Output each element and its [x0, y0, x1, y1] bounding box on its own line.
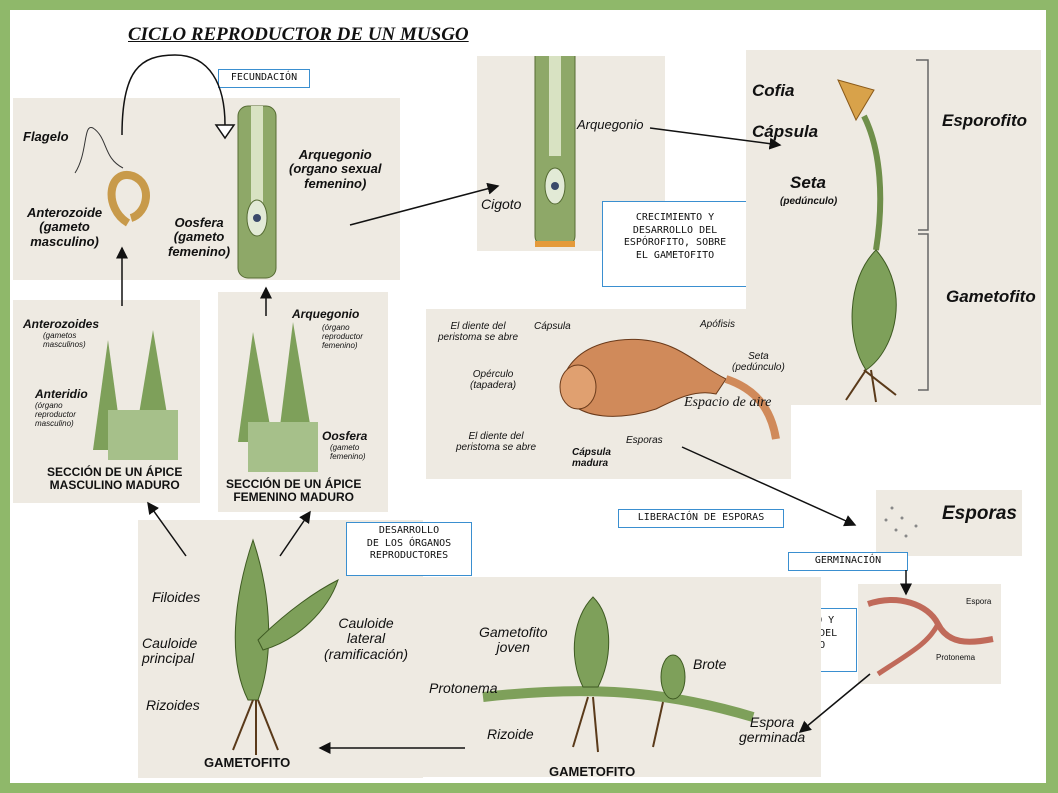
label-apofisis: Apófisis	[700, 319, 736, 330]
protonema-panel: Espora Protonema	[858, 584, 1001, 684]
label-cauloide-principal: Cauloide principal	[142, 635, 198, 667]
gametophyte-left-illustration	[232, 538, 339, 755]
label-oosfera-sub: (gameto femenino)	[330, 443, 366, 461]
label-gametofito-joven: Gametofito joven	[479, 624, 548, 656]
label-rizoide: Rizoide	[487, 726, 534, 742]
gametophyte-right-illustration	[482, 596, 755, 753]
gametophyte-left-caption: GAMETOFITO	[204, 755, 291, 770]
label-anteridio: Anteridio	[35, 387, 88, 401]
label-oosfera: Oosfera	[322, 429, 368, 443]
label-brote: Brote	[693, 656, 727, 672]
label-arquegonio: Arquegonio (organo sexual femenino)	[289, 147, 382, 191]
label-cigoto: Cigoto	[481, 196, 522, 212]
label-cauloide-lateral: Cauloide lateral (ramificación)	[324, 615, 409, 662]
female-apex-illustration	[238, 322, 318, 472]
label-operculo: Opérculo (tapadera)	[470, 369, 517, 391]
female-apex-panel: Arquegonio (órgano reproductor femenino)…	[218, 292, 388, 512]
box-fecundacion: FECUNDACIÓN	[218, 69, 310, 88]
page-title: CICLO REPRODUCTOR DE UN MUSGO	[128, 24, 469, 45]
label-cofia: Cofia	[752, 81, 795, 100]
label-filoides: Filoides	[152, 589, 201, 605]
capsule-panel: El diente del peristoma se abre Cápsula …	[426, 309, 791, 479]
label-gametofito: Gametofito	[946, 287, 1036, 306]
box-liberacion: LIBERACIÓN DE ESPORAS	[618, 509, 784, 528]
spores-panel: Esporas	[876, 490, 1022, 556]
label-anterozoides: Anterozoides	[23, 317, 100, 331]
label-anterozoides-sub: (gametos masculinos)	[43, 331, 86, 349]
label-arquegonio: Arquegonio	[577, 117, 644, 132]
label-diente-top: El diente del peristoma se abre	[438, 321, 519, 343]
protonema-illustration	[867, 597, 994, 677]
spores-illustration	[884, 506, 918, 538]
label-espora: Espora	[966, 597, 992, 606]
label-espora-germinada: Espora germinada	[739, 714, 806, 746]
female-apex-caption: SECCIÓN DE UN ÁPICE FEMENINO MADURO	[226, 477, 362, 505]
label-flagelo: Flagelo	[23, 129, 69, 144]
label-arquegonio: Arquegonio	[292, 307, 360, 321]
gametophyte-right-caption: GAMETOFITO	[549, 764, 636, 779]
box-germinacion: GERMINACIÓN	[788, 552, 908, 571]
label-rizoides: Rizoides	[146, 697, 200, 713]
diagram-frame: CICLO REPRODUCTOR DE UN MUSGO Flagelo An…	[10, 10, 1046, 783]
box-crecimiento-esporofito: CRECIMIENTO Y DESARROLLO DEL ESPÓROFITO,…	[602, 201, 748, 287]
label-seta-sub: (pedúnculo)	[780, 196, 838, 207]
label-protonema: Protonema	[936, 653, 976, 662]
label-seta: Seta	[790, 173, 826, 192]
sporophyte-panel: Cofia Cápsula Seta (pedúnculo) Esporofit…	[746, 50, 1041, 405]
label-espacio: Espacio de aire	[684, 395, 772, 410]
gametophyte-right-panel: Gametofito joven Protonema Brote Rizoide…	[423, 577, 821, 779]
male-apex-panel: Anterozoides (gametos masculinos) Anteri…	[13, 300, 200, 503]
zygote-panel: Arquegonio Cigoto	[477, 15, 665, 251]
label-capsula: Cápsula	[534, 321, 571, 332]
fecundation-panel: Flagelo Anterozoide (gameto masculino) O…	[13, 98, 400, 280]
label-seta: Seta (pedúnculo)	[732, 351, 785, 373]
label-protonema: Protonema	[429, 680, 498, 696]
sporophyte-illustration	[837, 59, 929, 403]
label-madura: Cápsula madura	[572, 447, 611, 469]
fecundation-illustration	[74, 105, 277, 279]
label-anteridio-sub: (órgano reproductor masculino)	[35, 401, 76, 428]
male-apex-illustration	[93, 330, 178, 460]
label-esporofito: Esporofito	[942, 111, 1027, 130]
label-anterozoide: Anterozoide (gameto masculino)	[27, 205, 103, 249]
label-esporas: Esporas	[626, 435, 663, 446]
label-arquegonio-sub: (órgano reproductor femenino)	[322, 323, 363, 350]
male-apex-caption: SECCIÓN DE UN ÁPICE MASCULINO MADURO	[47, 465, 183, 493]
box-desarrollo-organos: DESARROLLO DE LOS ÓRGANOS REPRODUCTORES	[346, 522, 472, 576]
label-esporas: Esporas	[942, 503, 1017, 524]
label-oosfera: Oosfera (gameto femenino)	[168, 215, 231, 259]
label-diente-bottom: El diente del peristoma se abre	[456, 431, 537, 453]
capsule-illustration	[559, 338, 780, 440]
label-capsula: Cápsula	[752, 122, 819, 141]
